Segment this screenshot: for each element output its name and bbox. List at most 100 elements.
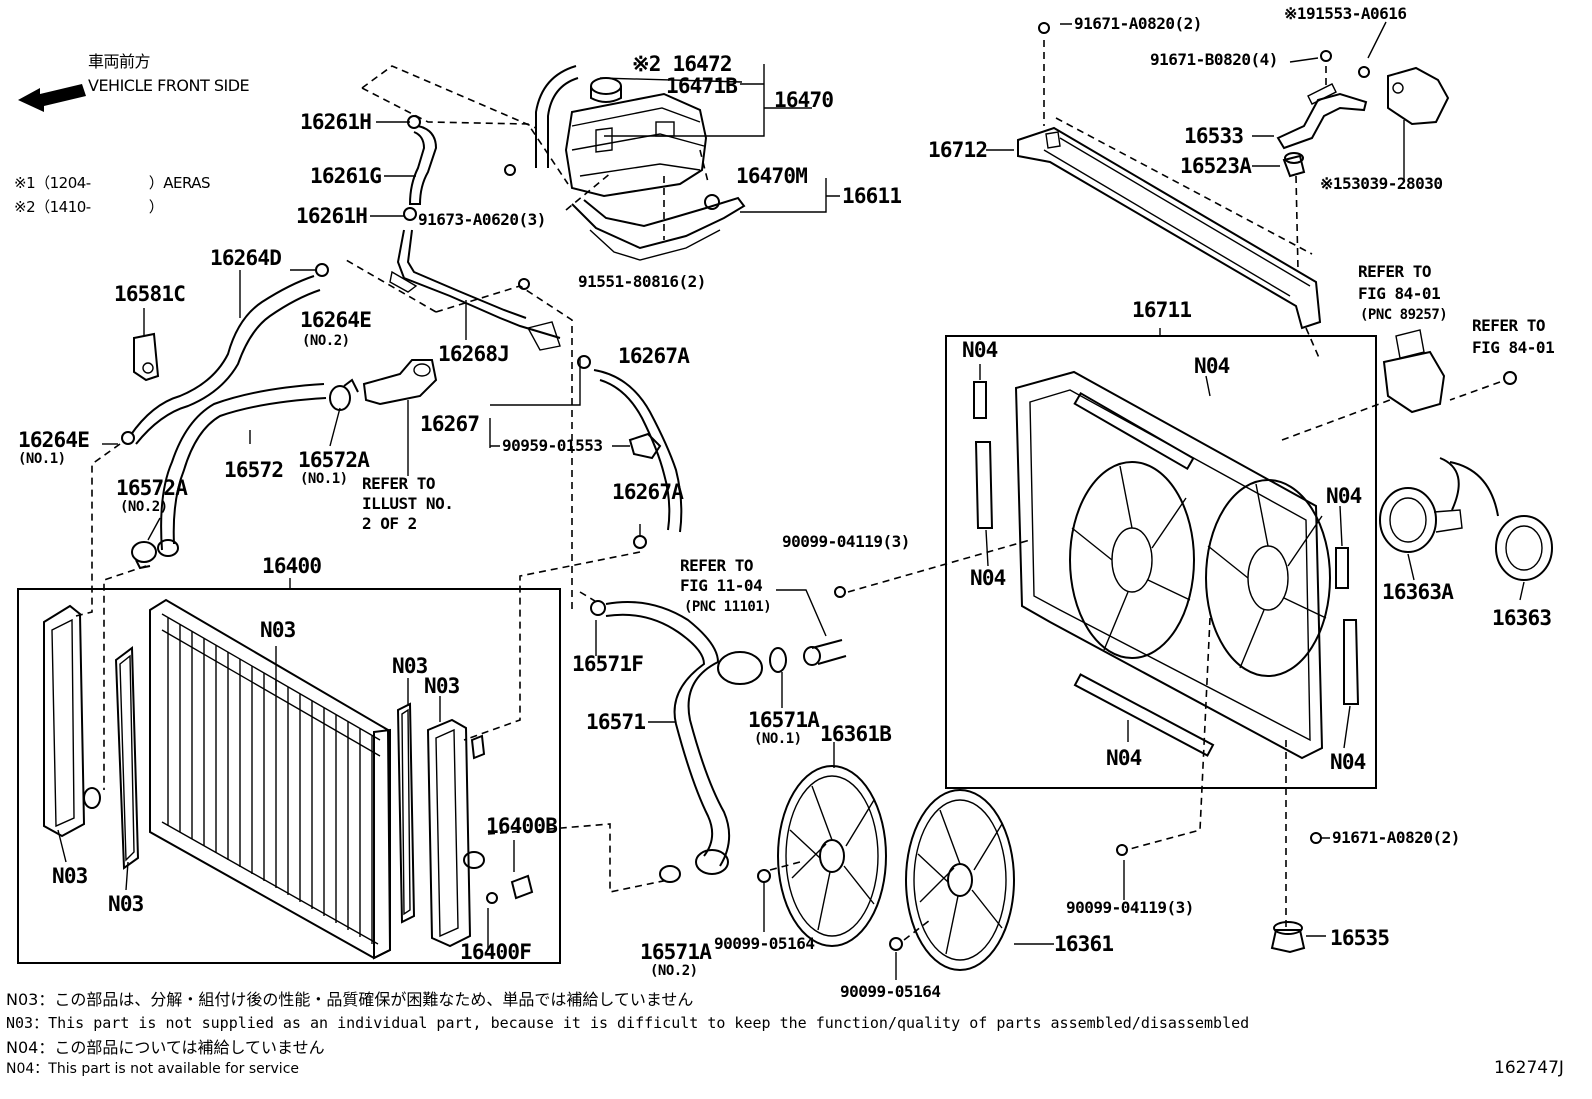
fan-controller [1382, 350, 1446, 414]
seal-n04-right-small [1335, 547, 1349, 589]
upper-support-16712 [1017, 126, 1322, 330]
hose-16571 [605, 601, 731, 867]
fan-shroud [1014, 370, 1324, 760]
label-16711: 16711 [1132, 298, 1192, 322]
label-16571A-no2: 16571A [640, 940, 712, 964]
label-n04-bottom: N04 [1106, 746, 1142, 770]
label-n04-left: N04 [970, 566, 1006, 590]
refer-illust-line1: REFER TO [362, 474, 436, 493]
label-16572: 16572 [224, 458, 284, 482]
label-n03-core: N03 [260, 618, 296, 642]
front-label-en: VEHICLE FRONT SIDE [88, 76, 250, 95]
bracket-16581C [133, 332, 160, 382]
label-16268J: 16268J [438, 342, 510, 366]
label-16572A-no2-sub: (NO.2) [120, 499, 168, 515]
fan-shroud-frame [945, 335, 1377, 789]
refer-fig11-line2: FIG 11-04 [680, 576, 763, 595]
label-191553: ※191553-A0616 [1284, 4, 1407, 23]
label-16264D: 16264D [210, 246, 282, 270]
label-16472: ※2 16472 [632, 52, 733, 76]
clamp-16571A-no2 [659, 865, 681, 883]
seal-n04-bottom [1073, 673, 1215, 757]
label-n03-left-tank: N03 [52, 864, 88, 888]
label-16261G: 16261G [310, 164, 382, 188]
nut-90099-05164-b [889, 937, 903, 951]
seal-n04-top [1073, 391, 1195, 471]
hose-16261G [408, 125, 438, 205]
grommet-16535 [1270, 929, 1306, 954]
figure-id: 162747J [1494, 1058, 1564, 1078]
label-16535: 16535 [1330, 926, 1390, 950]
footnote-n03-jp: N03：この部品は、分解・組付け後の性能・品質確保が困難なため、単品では補給して… [6, 990, 694, 1009]
footnote-n03-en: N03：This part is not supplied as an indi… [6, 1014, 1250, 1032]
label-16470: 16470 [774, 88, 834, 112]
label-16572A-no2: 16572A [116, 476, 188, 500]
label-91671-c: 91671-A0820(2) [1332, 828, 1460, 847]
label-16571A-no1: 16571A [748, 708, 820, 732]
label-n04-right-small: N04 [1326, 484, 1362, 508]
clip-90959 [628, 432, 662, 460]
model-note-1: ※1（1204- ）AERAS [14, 174, 211, 192]
radiator-frame [17, 588, 561, 964]
label-16471B: 16471B [666, 74, 738, 98]
label-16572A-no1: 16572A [298, 448, 370, 472]
fan-16361B [777, 765, 887, 947]
bracket-16611 [571, 196, 746, 250]
label-153039: ※153039-28030 [1320, 174, 1443, 193]
drain-cock-16400B [510, 874, 534, 900]
label-91671-a: 91671-A0820(2) [1074, 14, 1202, 33]
label-91551: 91551-80816(2) [578, 272, 706, 291]
refer-fig84a-line1: REFER TO [1358, 262, 1432, 281]
label-16264E-no1-sub: (NO.1) [18, 451, 66, 467]
label-16571A-no1-sub: (NO.1) [754, 731, 802, 747]
label-91673: 91673-A0620(3) [418, 210, 546, 229]
refer-fig84b-line1: REFER TO [1472, 316, 1546, 335]
label-16264E-no1: 16264E [18, 428, 90, 452]
clamp-16572A-no1 [329, 378, 359, 411]
clamp-16572A-no2 [131, 541, 157, 570]
refer-illust-line2: ILLUST NO. [362, 494, 454, 513]
hose-16472 [535, 65, 579, 168]
refer-fig84a-line2: FIG 84-01 [1358, 284, 1441, 303]
clamp-16571A-no1 [769, 647, 787, 673]
label-16523A: 16523A [1180, 154, 1252, 178]
label-16571A-no2-sub: (NO.2) [650, 963, 698, 979]
label-16264E-no2: 16264E [300, 308, 372, 332]
refer-fig11-line1: REFER TO [680, 556, 754, 575]
hose-16264D [129, 275, 321, 445]
seal-left [114, 646, 140, 870]
fan-motor-16363 [1449, 461, 1553, 581]
reservoir-cap [590, 77, 622, 103]
label-16712: 16712 [928, 138, 988, 162]
seal-n04-right [1343, 619, 1360, 705]
bushing-16523A [1282, 154, 1306, 178]
seal-right [396, 702, 416, 924]
label-90099-05164-a: 90099-05164 [714, 934, 815, 953]
label-16261H-b: 16261H [296, 204, 368, 228]
label-16611: 16611 [842, 184, 902, 208]
label-16267A-b: 16267A [612, 480, 684, 504]
label-n04-top: N04 [1194, 354, 1230, 378]
pipe-16268J [396, 229, 561, 339]
label-16400: 16400 [262, 554, 322, 578]
label-16361: 16361 [1054, 932, 1114, 956]
label-16470M: 16470M [736, 164, 808, 188]
label-16572A-no1-sub: (NO.1) [300, 471, 348, 487]
label-16581C: 16581C [114, 282, 186, 306]
fan-16361 [905, 789, 1015, 971]
radiator-right-tank [426, 718, 472, 948]
label-n03-left-seal: N03 [108, 892, 144, 916]
hose-16267 [593, 369, 683, 533]
label-90099-05164-b: 90099-05164 [840, 982, 941, 1001]
footnote-n04-jp: N04：この部品については補給していません [6, 1038, 325, 1057]
label-16267A-a: 16267A [618, 344, 690, 368]
label-16267: 16267 [420, 412, 480, 436]
label-16363A: 16363A [1382, 580, 1454, 604]
water-outlet [362, 359, 438, 406]
label-n04-small: N04 [962, 338, 998, 362]
label-16571F: 16571F [572, 652, 644, 676]
radiator-core [149, 598, 392, 960]
label-16264E-no2-sub: (NO.2) [302, 333, 350, 349]
label-90099-04119-a: 90099-04119(3) [782, 532, 910, 551]
